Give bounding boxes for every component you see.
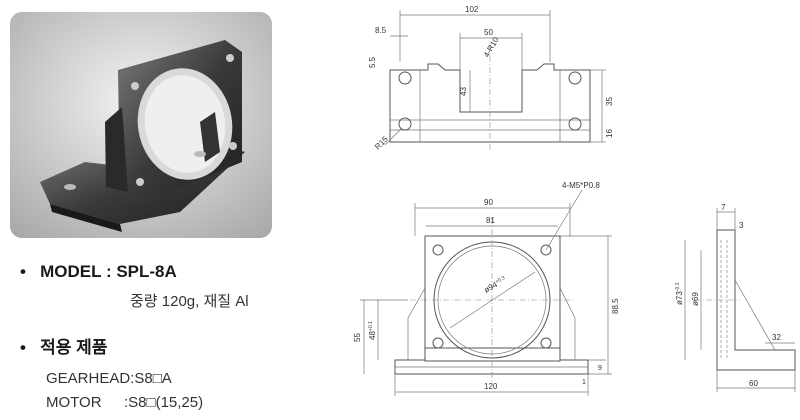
dim-73: ø73-0.1 [675,282,684,305]
bullet-dot: • [20,338,36,357]
motor-value: :S8□(15,25) [124,394,204,411]
side-view-drawing: 7 3 ø73-0.1 ø69 32 60 [675,203,796,392]
dim-7: 7 [721,203,726,212]
applicable-heading-line: • 적용 제품 [20,333,107,358]
dim-9: 9 [598,365,602,372]
dim-35: 35 [605,97,614,106]
dim-88-5: 88.5 [611,298,620,314]
dim-102: 102 [465,5,479,14]
dim-8-5: 8.5 [375,26,387,35]
dim-3: 3 [739,221,744,230]
applicable-heading: 적용 제품 [40,338,108,357]
dim-120: 120 [484,382,498,391]
dim-48: 48+0.1 [368,321,377,340]
motor-line: MOTOR :S8□(15,25) [46,394,203,411]
dim-43: 43 [459,87,468,96]
dim-4-r10: 4-R10 [482,35,501,59]
dim-32: 32 [772,333,781,342]
bullet-dot: • [20,262,36,281]
dim-1: 1 [582,379,586,386]
dim-50: 50 [484,28,493,37]
dim-90: 90 [484,198,493,207]
dim-5-5: 5.5 [368,56,377,68]
dim-thread: 4-M5*P0.8 [562,181,600,190]
model-line: • MODEL : SPL-8A [20,262,177,282]
gearhead-line: GEARHEAD:S8□A [46,370,172,387]
dim-69: ø69 [691,292,700,306]
front-view-drawing: 90 81 4-M5*P0.8 ø94+0.3 88.5 55 48+0.1 1… [353,181,620,396]
model-prefix: MODEL : [40,262,117,281]
product-photo [10,12,272,238]
bracket-photo-illustration [10,12,272,238]
dim-bore: ø94+0.3 [483,275,508,295]
dim-55: 55 [353,333,362,342]
weight-material: 중량 120g, 재질 Al [130,293,249,310]
dim-81: 81 [486,216,495,225]
gearhead-label: GEARHEAD [46,370,131,387]
dim-r15: R15 [373,134,390,151]
gearhead-value: :S8□A [130,370,172,387]
dim-60: 60 [749,379,758,388]
dim-16: 16 [605,129,614,138]
model-name: SPL-8A [116,262,177,281]
top-view-drawing: 102 50 8.5 5.5 4-R10 43 35 16 R15 [368,5,614,151]
motor-label: MOTOR [46,394,102,411]
